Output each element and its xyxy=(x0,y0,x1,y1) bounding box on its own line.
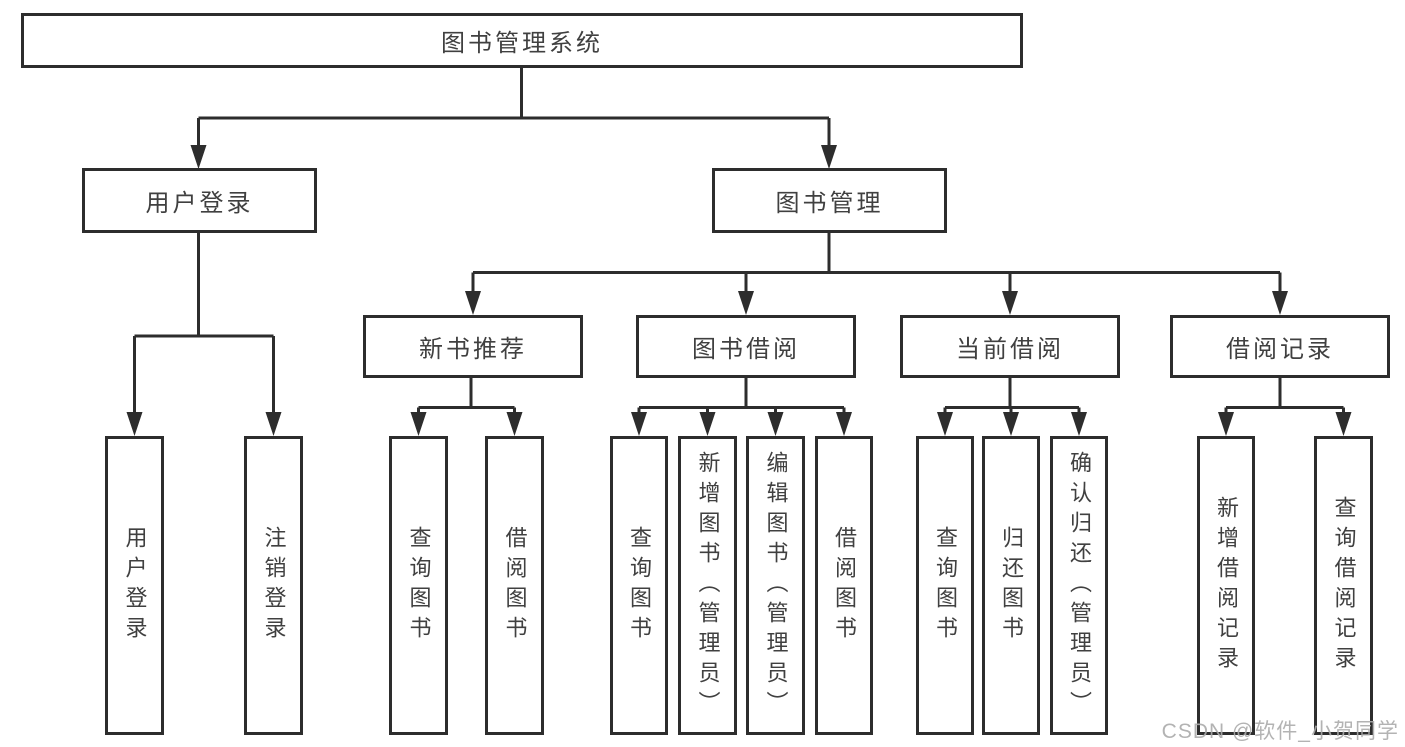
leaf-add-books-admin-label: 新增图书（管理员） xyxy=(695,450,721,721)
node-borrow-records: 借阅记录 xyxy=(1170,315,1390,378)
leaf-query-books-current-label: 查询图书 xyxy=(933,525,958,646)
connector-user-login-to-leaves xyxy=(133,232,275,416)
leaf-edit-books-admin: 编辑图书（管理员） xyxy=(746,436,805,735)
leaf-borrow-books-recommend-label: 借阅图书 xyxy=(502,525,528,646)
leaf-user-login: 用户登录 xyxy=(105,436,164,735)
connector-book-management-to-level3 xyxy=(471,232,1282,294)
leaf-edit-books-admin-label: 编辑图书（管理员） xyxy=(763,450,789,721)
leaf-logout: 注销登录 xyxy=(244,436,303,735)
leaf-query-borrow-record-label: 查询借阅记录 xyxy=(1331,495,1357,676)
node-new-book-recommend: 新书推荐 xyxy=(363,315,583,378)
leaf-query-borrow-record: 查询借阅记录 xyxy=(1314,436,1373,735)
leaf-confirm-return-admin: 确认归还（管理员） xyxy=(1050,436,1108,735)
node-root-book-management-system: 图书管理系统 xyxy=(21,13,1023,68)
leaf-user-login-label: 用户登录 xyxy=(122,525,148,646)
leaf-add-borrow-record-label: 新增借阅记录 xyxy=(1214,495,1239,676)
leaf-query-books-current: 查询图书 xyxy=(916,436,974,735)
leaf-return-books-label: 归还图书 xyxy=(999,525,1024,646)
connector-book-borrow-to-leaves xyxy=(637,377,846,416)
leaf-borrow-books-recommend: 借阅图书 xyxy=(485,436,544,735)
node-current-borrow: 当前借阅 xyxy=(900,315,1120,378)
leaf-logout-label: 注销登录 xyxy=(261,525,287,646)
connector-root-to-level2 xyxy=(197,68,831,148)
leaf-query-books-borrow: 查询图书 xyxy=(610,436,668,735)
csdn-watermark: CSDN @软件_小贺同学 xyxy=(1161,720,1399,743)
leaf-query-books-borrow-label: 查询图书 xyxy=(627,525,652,646)
leaf-borrow-books-label: 借阅图书 xyxy=(832,525,857,646)
leaf-add-borrow-record: 新增借阅记录 xyxy=(1197,436,1255,735)
leaf-query-books-recommend: 查询图书 xyxy=(389,436,448,735)
node-user-login: 用户登录 xyxy=(82,168,317,233)
node-book-borrow: 图书借阅 xyxy=(636,315,856,378)
connector-borrow-records-to-leaves xyxy=(1224,377,1345,416)
node-book-management: 图书管理 xyxy=(712,168,947,233)
leaf-confirm-return-admin-label: 确认归还（管理员） xyxy=(1067,450,1092,721)
leaf-return-books: 归还图书 xyxy=(982,436,1040,735)
leaf-add-books-admin: 新增图书（管理员） xyxy=(678,436,737,735)
connector-current-borrow-to-leaves xyxy=(943,377,1081,416)
connector-new-book-to-leaves xyxy=(417,377,516,416)
leaf-query-books-recommend-label: 查询图书 xyxy=(406,525,432,646)
leaf-borrow-books: 借阅图书 xyxy=(815,436,873,735)
